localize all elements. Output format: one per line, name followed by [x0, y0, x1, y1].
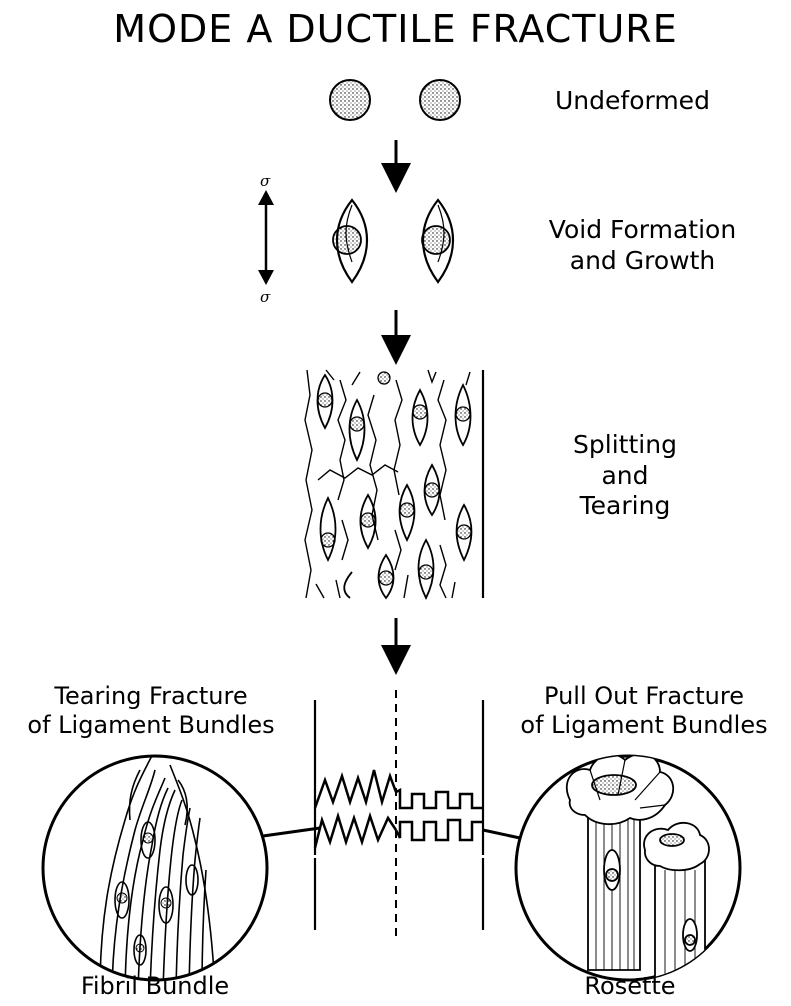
label-pullout-fracture: Pull Out Fracture of Ligament Bundles — [497, 682, 791, 741]
label-void-formation: Void Formation and Growth — [535, 215, 750, 276]
label-void-line2: and Growth — [535, 246, 750, 277]
stress-label-bottom: σ — [260, 288, 270, 306]
inset-connectors — [263, 828, 520, 838]
label-undeformed: Undeformed — [555, 86, 710, 117]
void-particles — [333, 200, 453, 282]
splitting-tearing-block — [305, 370, 483, 598]
label-tearing-line2: of Ligament Bundles — [0, 711, 302, 740]
label-rosette: Rosette — [540, 972, 720, 1001]
undeformed-particles — [330, 80, 460, 120]
label-void-line1: Void Formation — [535, 215, 750, 246]
label-tearing-line1: Tearing Fracture — [0, 682, 302, 711]
label-split-line3: Tearing — [545, 491, 705, 522]
stress-label-top: σ — [260, 172, 270, 190]
label-pullout-line2: of Ligament Bundles — [497, 711, 791, 740]
fibril-bundle-inset — [43, 740, 267, 990]
label-split-line2: and — [545, 461, 705, 492]
label-pullout-line1: Pull Out Fracture — [497, 682, 791, 711]
label-splitting-tearing: Splitting and Tearing — [545, 430, 705, 522]
rosette-inset — [516, 754, 740, 980]
label-split-line1: Splitting — [545, 430, 705, 461]
fracture-surfaces — [315, 690, 483, 940]
label-fibril-bundle: Fibril Bundle — [40, 972, 270, 1001]
stress-double-arrow — [258, 190, 274, 285]
label-tearing-fracture: Tearing Fracture of Ligament Bundles — [0, 682, 302, 741]
